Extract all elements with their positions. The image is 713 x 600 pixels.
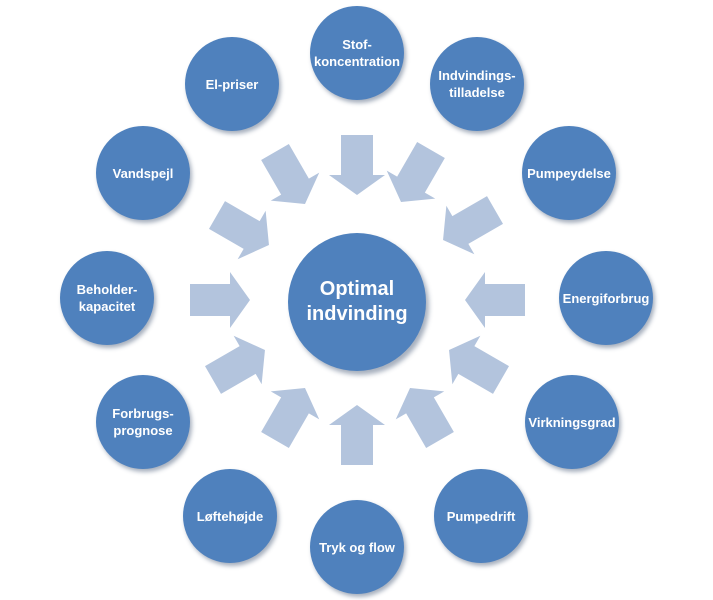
node-label: Løftehøjde bbox=[196, 508, 264, 524]
arrow-from-energiforbrug bbox=[465, 272, 525, 328]
node-tryk-og-flow: Tryk og flow bbox=[310, 500, 404, 594]
node-label: Energiforbrug bbox=[562, 290, 650, 306]
node-pumpedrift: Pumpedrift bbox=[434, 469, 528, 563]
arrow-from-pumpedrift bbox=[395, 388, 454, 448]
arrow-from-stof-koncentration bbox=[329, 135, 385, 195]
node-label: Tryk og flow bbox=[319, 539, 395, 555]
arrow-from-virkningsgrad bbox=[449, 335, 509, 394]
node-label: Pumpeydelse bbox=[527, 165, 611, 181]
node-label: Stof- koncentration bbox=[314, 37, 400, 69]
arrow-from-el-priser bbox=[261, 144, 320, 204]
node-label: Forbrugs- prognose bbox=[112, 406, 174, 438]
center-node: Optimal indvinding bbox=[288, 233, 426, 371]
arrow-from-vandspejl bbox=[209, 201, 269, 260]
arrow-from-beholder-kapacitet bbox=[190, 272, 250, 328]
node-loftehojde: Løftehøjde bbox=[183, 469, 277, 563]
node-label: Indvindings- tilladelse bbox=[438, 68, 516, 100]
node-stof-koncentration: Stof- koncentration bbox=[310, 6, 404, 100]
node-indvindings-tilladelse: Indvindings- tilladelse bbox=[430, 37, 524, 131]
node-beholder-kapacitet: Beholder- kapacitet bbox=[60, 251, 154, 345]
node-vandspejl: Vandspejl bbox=[96, 126, 190, 220]
center-label: Optimal indvinding bbox=[306, 278, 408, 325]
node-energiforbrug: Energiforbrug bbox=[559, 251, 653, 345]
node-virkningsgrad: Virkningsgrad bbox=[525, 375, 619, 469]
node-label: Pumpedrift bbox=[446, 508, 516, 524]
arrow-from-forbrugs-prognose bbox=[205, 335, 265, 394]
arrow-from-pumpeydelse bbox=[443, 196, 503, 255]
arrow-from-indvindings-tilladelse bbox=[386, 142, 445, 202]
node-label: Vandspejl bbox=[112, 165, 174, 181]
node-label: El-priser bbox=[205, 76, 259, 92]
arrow-from-loftehojde bbox=[261, 388, 320, 448]
node-label: Virkningsgrad bbox=[528, 414, 616, 430]
node-label: Beholder- kapacitet bbox=[76, 282, 138, 314]
node-el-priser: El-priser bbox=[185, 37, 279, 131]
arrow-from-tryk-og-flow bbox=[329, 405, 385, 465]
node-pumpeydelse: Pumpeydelse bbox=[522, 126, 616, 220]
node-forbrugs-prognose: Forbrugs- prognose bbox=[96, 375, 190, 469]
